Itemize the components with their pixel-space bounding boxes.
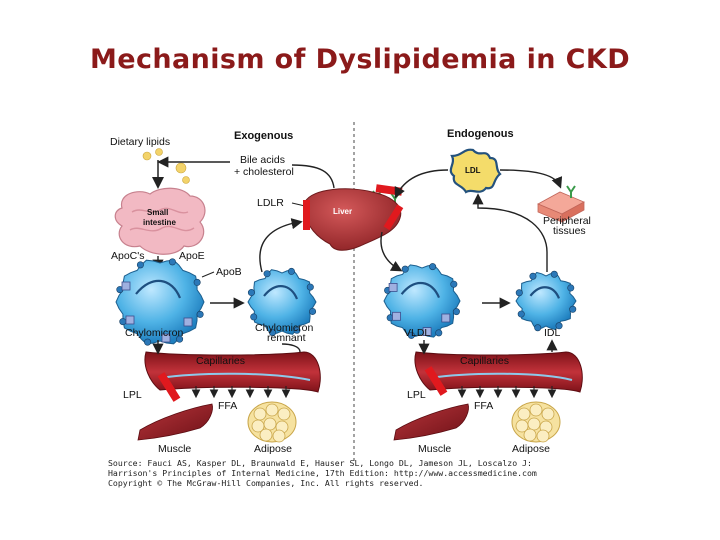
exogenous-heading: Exogenous (234, 130, 293, 142)
apocs-label: ApoC's (111, 250, 145, 262)
source-line-3: Copyright © The McGraw-Hill Companies, I… (108, 478, 423, 488)
chylomicron-remnant-label-2: remnant (267, 332, 306, 344)
capillary-exogenous: Capillaries (144, 351, 321, 393)
ffa-label-endo: FFA (474, 400, 493, 412)
small-intestine: Small intestine (114, 187, 206, 255)
ffa-arrows-exo (191, 386, 291, 399)
peripheral-tissues: Peripheral tissues (537, 185, 591, 237)
muscle-label-endo: Muscle (418, 443, 451, 455)
liver: Liver (304, 188, 402, 251)
vldl-label: VLDL (404, 327, 430, 339)
capillary-endogenous: Capillaries (414, 351, 583, 393)
chylomicron-remnant-label-1: Chylomicron (255, 322, 314, 334)
chylomicron-remnant-particle (247, 267, 317, 337)
ldl-label: LDL (465, 166, 481, 175)
small-intestine-label-2: intestine (143, 218, 176, 227)
slide-title: Mechanism of Dyslipidemia in CKD (89, 44, 631, 75)
small-intestine-label-1: Small (147, 208, 168, 217)
chylomicron-particle (115, 258, 205, 346)
ldl-particle: LDL (449, 148, 502, 194)
idl-label: IDL (544, 327, 561, 339)
adipose-label-endo: Adipose (512, 443, 550, 455)
adipose-label-exo: Adipose (254, 443, 292, 455)
peripheral-tissues-label-2: tissues (553, 225, 586, 237)
bile-acids-label-1: Bile acids (240, 154, 285, 166)
bile-acids-label-2: + cholesterol (234, 166, 294, 178)
block-marker-lpl-exo (157, 372, 181, 402)
source-line-2: Harrison's Principles of Internal Medici… (108, 468, 537, 478)
apob-label: ApoB (216, 266, 242, 278)
apoe-label: ApoE (179, 250, 205, 262)
lpl-label-endo: LPL (407, 389, 426, 401)
muscle-label-exo: Muscle (158, 443, 191, 455)
adipose-endo (511, 401, 561, 443)
dietary-lipids-label: Dietary lipids (110, 136, 170, 148)
liver-label: Liver (333, 207, 352, 216)
capillaries-label-exo: Capillaries (196, 355, 245, 367)
block-marker-lpl-endo (424, 366, 448, 396)
ffa-label-exo: FFA (218, 400, 237, 412)
chylomicron-label: Chylomicron (125, 327, 184, 339)
ldlr-label: LDLR (257, 197, 284, 209)
dietary-lipid-droplets (142, 148, 190, 184)
adipose-exo (247, 401, 297, 443)
capillaries-label-endo: Capillaries (460, 355, 509, 367)
idl-particle (515, 270, 577, 332)
block-marker-ldlr (303, 200, 310, 230)
muscle-exo (137, 403, 213, 441)
peripheral-tissues-label-1: Peripheral (543, 215, 591, 227)
muscle-endo (393, 403, 469, 441)
vldl-particle (383, 263, 461, 339)
endogenous-heading: Endogenous (447, 128, 514, 140)
source-line-1: Source: Fauci AS, Kasper DL, Braunwald E… (108, 458, 532, 468)
lpl-label-exo: LPL (123, 389, 142, 401)
ffa-arrows-endo (457, 386, 557, 399)
block-marker-liver-right (383, 204, 404, 231)
